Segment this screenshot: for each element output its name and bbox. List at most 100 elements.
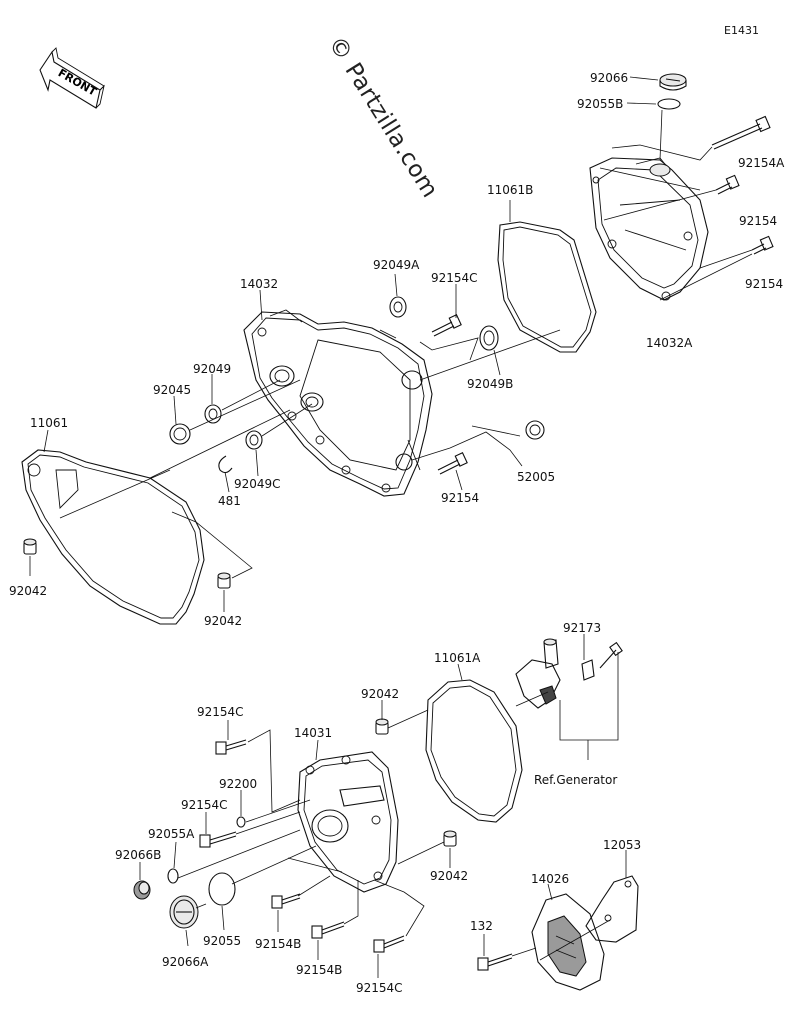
part-11061-gasket — [21, 449, 205, 625]
label-92154C-top: 92154C — [431, 271, 478, 285]
leader-92042-mid — [171, 511, 253, 612]
part-92154-bolt-r2 — [751, 235, 774, 255]
part-92173-generator-bracket — [515, 638, 623, 709]
label-92173: 92173 — [563, 621, 602, 635]
label-92154A: 92154A — [738, 156, 785, 170]
leader-14031 — [315, 739, 319, 761]
part-92154C-bolt-b1 — [215, 739, 247, 755]
leader-92154B-2 — [317, 880, 359, 960]
leader-11061A — [457, 663, 463, 681]
part-92049B-seal — [479, 325, 499, 351]
part-92055-oring — [208, 872, 236, 906]
part-92154C-bolt-b2 — [199, 831, 237, 848]
leader-92045 — [173, 395, 177, 425]
label-92042-bottom1: 92042 — [361, 687, 400, 701]
part-11061A-gasket — [425, 679, 523, 823]
label-92154-r1: 92154 — [739, 214, 778, 228]
leaders-top-right — [599, 109, 753, 301]
label-92042-bottom2: 92042 — [430, 869, 469, 883]
part-132-bolt — [477, 953, 513, 971]
leader-92200-to-cover — [245, 799, 311, 823]
leader-92049A — [394, 273, 398, 297]
leader-92154C-b3 — [373, 879, 425, 978]
label-92049: 92049 — [193, 362, 232, 376]
leaders-92049B — [419, 329, 561, 381]
part-14026-sprocket-cover — [531, 893, 605, 991]
leader-132 — [483, 934, 537, 957]
part-92154B-bolt-1 — [271, 893, 301, 909]
label-92049A: 92049A — [373, 258, 420, 272]
label-12053: 12053 — [603, 838, 642, 852]
label-92154-mid: 92154 — [441, 491, 480, 505]
leader-92049C — [255, 449, 259, 477]
label-132: 132 — [470, 919, 493, 933]
part-92049C-seal — [245, 430, 263, 450]
part-92049-seal — [204, 404, 222, 424]
part-92045-bearing — [169, 423, 191, 445]
leader-92055 — [221, 905, 225, 931]
part-92200-washer — [236, 816, 246, 828]
front-arrow-icon: FRONT — [39, 47, 105, 109]
leader-481 — [224, 471, 230, 493]
part-92042-dowel-bottom2 — [443, 830, 457, 847]
part-14031-generator-cover — [297, 751, 399, 893]
part-481-circlip — [218, 455, 233, 474]
label-92066A: 92066A — [162, 955, 209, 969]
part-92049A-seal — [389, 296, 407, 318]
part-92055A-oring — [167, 868, 179, 884]
part-92042-dowel-bottom1 — [375, 718, 389, 735]
label-92045: 92045 — [153, 383, 192, 397]
label-11061A: 11061A — [434, 651, 481, 665]
part-14032-crankcase-cover — [243, 309, 433, 497]
label-92154C-b2: 92154C — [181, 798, 228, 812]
label-92055B: 92055B — [577, 97, 624, 111]
label-14031: 14031 — [294, 726, 333, 740]
diagram-code: E1431 — [724, 24, 759, 37]
leader-92042-bottom1 — [381, 691, 549, 729]
label-92055A: 92055A — [148, 827, 195, 841]
part-92066A-plug — [169, 895, 199, 929]
leader-92154B-1 — [277, 857, 343, 932]
label-92055: 92055 — [203, 934, 242, 948]
leader-92154-mid — [455, 469, 463, 491]
part-92042-dowel-left — [23, 538, 37, 555]
leader-92055A — [173, 841, 177, 869]
part-92066-plug — [659, 73, 687, 91]
label-92066: 92066 — [590, 71, 629, 85]
label-92200: 92200 — [219, 777, 258, 791]
part-52005-seal — [525, 420, 545, 440]
label-92154B-1: 92154B — [255, 937, 302, 951]
leader-92154C-b2 — [205, 811, 301, 835]
leader-14032 — [259, 289, 263, 321]
label-14032: 14032 — [240, 277, 279, 291]
label-52005: 52005 — [517, 470, 556, 484]
label-92049B: 92049B — [467, 377, 514, 391]
label-92154B-2: 92154B — [296, 963, 343, 977]
part-12053-guide — [585, 875, 639, 943]
part-92154-bolt-r1 — [715, 174, 740, 195]
leader-52005 — [411, 425, 523, 467]
leader-92066B — [139, 829, 301, 880]
leader-11061 — [43, 429, 49, 453]
label-14026: 14026 — [531, 872, 570, 886]
part-92055B-oring — [657, 98, 681, 110]
part-92042-dowel-mid — [217, 572, 231, 589]
label-92154-r2: 92154 — [745, 277, 784, 291]
leaders-top-left — [59, 379, 313, 519]
part-92154-bolt-mid — [437, 452, 468, 475]
part-92154B-bolt-2 — [311, 921, 345, 939]
front-label: FRONT — [56, 66, 99, 99]
label-11061: 11061 — [30, 416, 69, 430]
part-92154C-bolt-top — [431, 314, 462, 337]
leader-92066 — [629, 76, 659, 81]
leader-92055B — [626, 102, 657, 105]
part-92154A-bolt — [711, 115, 771, 150]
leader-92154C-b1 — [227, 720, 301, 813]
label-481: 481 — [218, 494, 241, 508]
label-92042-left: 92042 — [9, 584, 48, 598]
part-11061B-gasket — [497, 221, 597, 353]
part-92154C-bolt-b3 — [373, 935, 405, 953]
part-92066B-plug — [133, 880, 151, 900]
leader-ref-generator — [559, 634, 619, 760]
